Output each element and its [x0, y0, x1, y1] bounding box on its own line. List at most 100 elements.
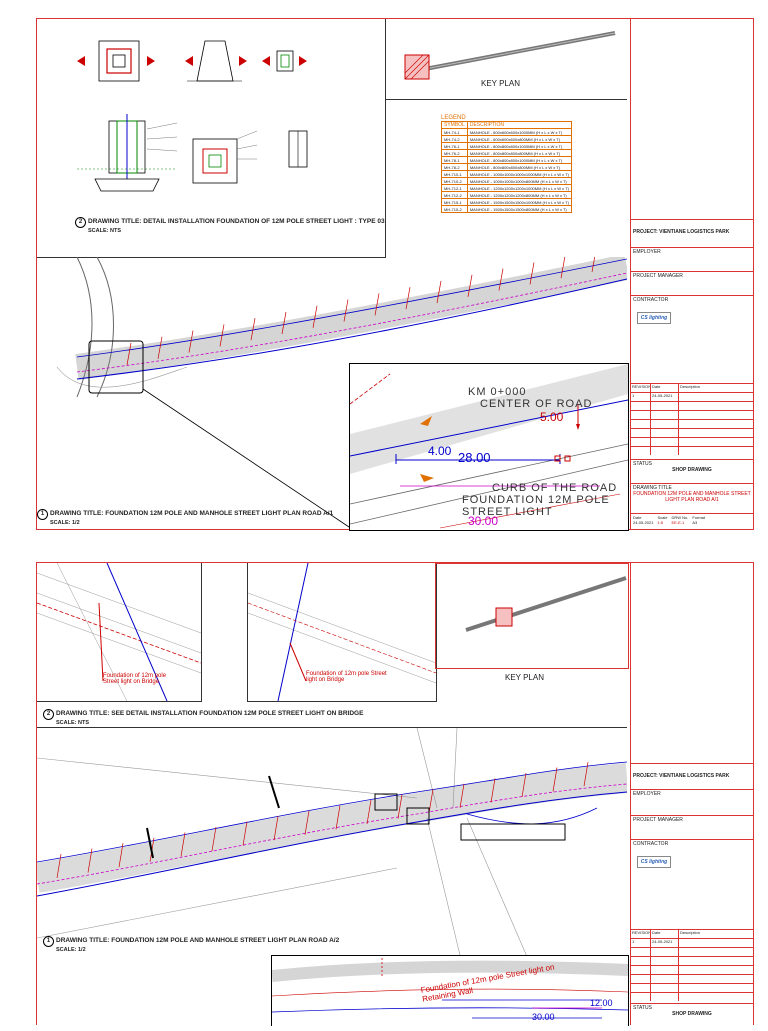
key-plan-label-2: KEY PLAN: [505, 673, 544, 682]
pole-leader: [498, 268, 504, 291]
legend-description: MANHOLE - 1500x1500x1500x800MM (H x L x …: [466, 205, 573, 213]
revision-header-cell: REVISION: [631, 930, 651, 938]
contractor-logo-2: CS lighting: [637, 856, 671, 868]
tb-format-label: Format: [692, 515, 705, 520]
key-plan-panel-2: [435, 563, 629, 669]
inset-detail: KM 0+000 CENTER OF ROAD 5.00 4.00 28.00 …: [349, 363, 629, 531]
revision-cell: [679, 393, 753, 401]
tb-contractor: CONTRACTOR: [633, 297, 669, 303]
pole-leader: [242, 821, 248, 846]
tb-dwg-label: DRW No.: [671, 515, 689, 520]
key-plan-drawing: [404, 31, 616, 80]
plan-scale: SCALE: 1/2: [50, 520, 80, 526]
contractor-logo: CS lighting: [637, 312, 671, 324]
pole-leader: [118, 843, 124, 868]
legend-symbol: MH-76-2: [441, 149, 468, 157]
plan2-scale: SCALE: 1/2: [56, 947, 86, 953]
pole-leader: [521, 772, 527, 798]
pole-leader: [560, 256, 566, 279]
legend-symbol: MH-74-2: [441, 135, 468, 143]
title-block-2: PROJECT: VIENTIANE LOGISTICS PARK EMPLOY…: [630, 563, 753, 1025]
bridge-note-1: Foundation of 12m pole Street light on B…: [103, 673, 167, 685]
revision-header-cell: REVISION: [631, 384, 651, 392]
legend-heading: LEGEND: [441, 115, 466, 121]
tb2-status-label: STATUS: [633, 1005, 652, 1011]
revision-row-empty: [631, 965, 753, 974]
tb-dwg: EE-E-1: [671, 520, 685, 525]
pole-leader: [312, 305, 318, 328]
legend-description: MANHOLE - 600x600x600x800MM (H x L x W x…: [466, 135, 573, 143]
inset-foundation-label: FOUNDATION 12M POLE: [462, 494, 610, 506]
pole-leader: [126, 342, 132, 366]
plan-number: 1: [37, 509, 48, 520]
bridge-detail-1: Foundation of 12m pole Street light on B…: [36, 562, 202, 702]
road-plan-drawing: [56, 249, 630, 528]
pole-leader: [583, 762, 589, 787]
legend-description: MANHOLE - 800x800x800x800MM (H x L x W x…: [466, 149, 573, 157]
revision-header-cell: Description: [680, 930, 701, 935]
revision-header-cell: Date: [651, 930, 679, 938]
detail-number: 2: [75, 217, 86, 228]
tb2-pm: PROJECT MANAGER: [631, 815, 753, 838]
pole-leader: [304, 810, 310, 835]
legend-description: MANHOLE - 1200x1200x1200x1000MM (H x L x…: [466, 184, 573, 192]
pole-leader: [281, 311, 287, 335]
legend-description: MANHOLE - 1000x1000x1000x1000MM (H x L x…: [466, 170, 573, 178]
pole-leader: [490, 778, 496, 803]
revision-row-empty: [631, 974, 753, 983]
revision-row-empty: [631, 947, 753, 956]
legend-description: MANHOLE - 800x800x800x800MM (H x L x W x…: [466, 163, 573, 171]
pole-leader: [459, 783, 465, 808]
detail-title-text: DRAWING TITLE: DETAIL INSTALLATION FOUND…: [88, 218, 385, 225]
legend-col-desc: DESCRIPTION: [466, 121, 573, 129]
revision-row-empty: [631, 992, 753, 1001]
pole-leader: [87, 848, 93, 873]
legend-symbol: MH-715-1: [441, 198, 468, 206]
inset-curb-label: CURB OF THE ROAD: [492, 482, 618, 494]
pole-leader: [211, 826, 217, 852]
bridge-detail-2: Foundation of 12m pole Street light on B…: [247, 562, 437, 702]
revision-row-empty: [631, 983, 753, 992]
revision-cell: 1: [631, 939, 651, 947]
tb2-employer: EMPLOYER: [631, 789, 753, 812]
tb-scale-label: Scale: [657, 515, 668, 520]
revision-row-empty: [631, 428, 753, 437]
retaining-wall-drawing: [271, 958, 629, 1019]
legend-symbol: MH-712-2: [441, 191, 468, 199]
revision-header-cell: Description: [680, 384, 701, 389]
key-plan-drawing-2: [465, 576, 627, 632]
bridge-note-2: Foundation of 12m pole Street light on B…: [306, 671, 387, 683]
plan2-title-text: DRAWING TITLE: FOUNDATION 12M POLE AND M…: [56, 937, 340, 944]
tb-dtitle-label: DRAWING TITLE: [633, 485, 672, 491]
inset-center-label: CENTER OF ROAD: [480, 398, 593, 410]
drawing-sheet-2: Foundation of 12m pole Street light on B…: [34, 562, 754, 1027]
plan2-number: 1: [43, 936, 54, 947]
pole-leader: [273, 816, 279, 841]
tb-employer: EMPLOYER: [631, 247, 753, 270]
legend-description: MANHOLE - 800x800x800x1000MM (H x L x W …: [466, 156, 573, 164]
pole-leader: [529, 262, 535, 285]
legend-description: MANHOLE - 600x600x600x1000MM (H x L x W …: [466, 128, 573, 136]
inset-km-label: KM 0+000: [468, 386, 527, 398]
pole-leader: [157, 336, 163, 359]
inset-streetlight-label: STREET LIGHT: [462, 506, 553, 518]
